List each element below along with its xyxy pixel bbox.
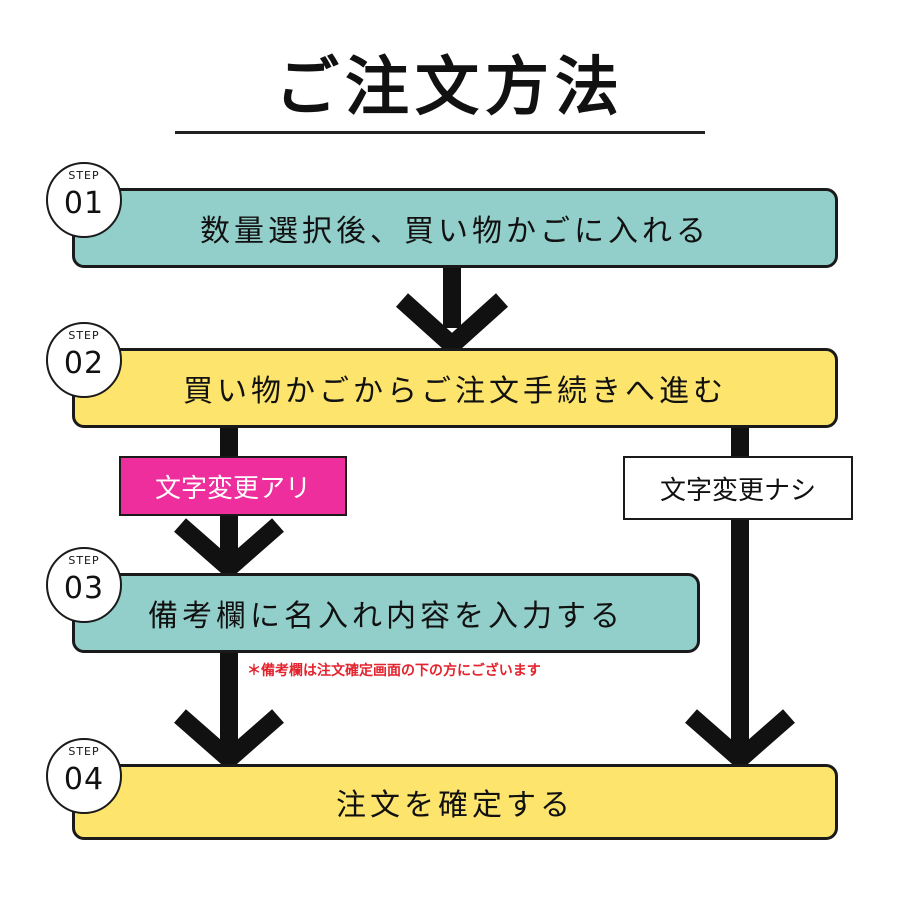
remarks-note: ＊備考欄は注文確定画面の下の方にございます [247, 663, 541, 679]
step1-text: 数量選択後、買い物かごに入れる [200, 214, 710, 249]
step2-text: 買い物かごからご注文手続きへ進む [183, 374, 727, 409]
step1-number: 01 [63, 186, 105, 221]
step1-badge: STEP 01 [46, 162, 122, 238]
step-label: STEP [68, 169, 100, 182]
step2-number: 02 [63, 346, 105, 381]
step-label: STEP [68, 329, 100, 342]
title-underline [175, 131, 705, 134]
step4-text: 注文を確定する [336, 788, 574, 823]
arrow-step1-to-step2 [395, 268, 509, 358]
step1-box: 数量選択後、買い物かごに入れる [72, 188, 838, 268]
branch-with-change-tag: 文字変更アリ [119, 456, 347, 516]
step3-number: 03 [63, 571, 105, 606]
step3-box: 備考欄に名入れ内容を入力する [72, 573, 700, 653]
step4-number: 04 [63, 762, 105, 797]
step3-text: 備考欄に名入れ内容を入力する [148, 599, 624, 634]
step-label: STEP [68, 554, 100, 567]
arrow-step3-to-step4 [174, 651, 284, 771]
page-title: ご注文方法 [275, 51, 625, 125]
step2-badge: STEP 02 [46, 322, 122, 398]
step2-box: 買い物かごからご注文手続きへ進む [72, 348, 838, 428]
step4-box: 注文を確定する [72, 764, 838, 840]
step3-badge: STEP 03 [46, 547, 122, 623]
step4-badge: STEP 04 [46, 738, 122, 814]
step-label: STEP [68, 745, 100, 758]
branch-without-change-tag: 文字変更ナシ [623, 456, 853, 520]
